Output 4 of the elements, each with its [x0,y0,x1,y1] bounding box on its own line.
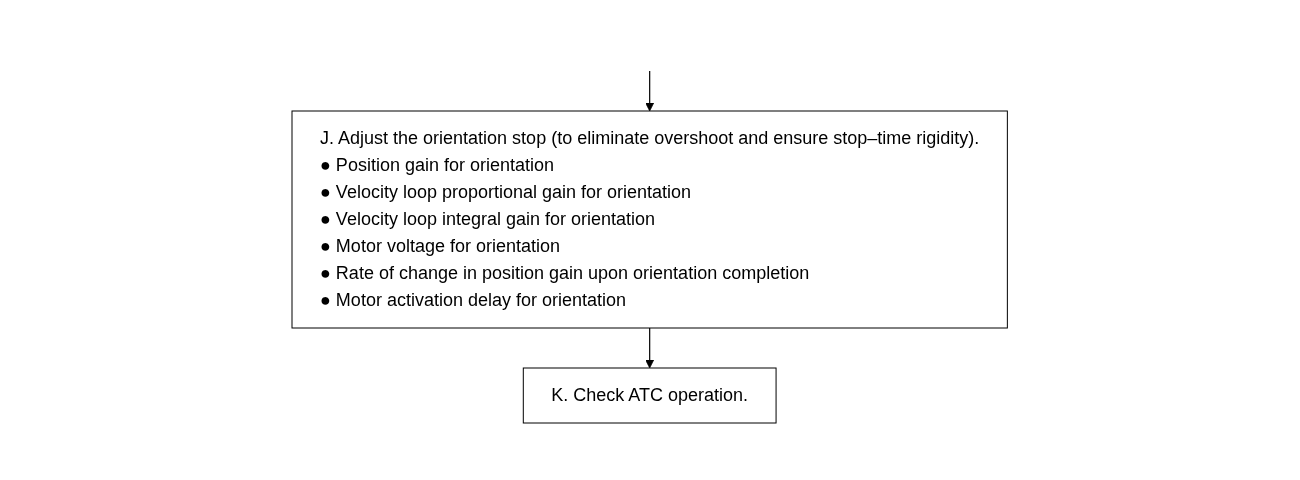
node-box: J. Adjust the orientation stop (to eliminate overshoot and ensure stop–time rigidity). ● Position gain for orientation ● Velocity loop proportional gain for orientation ● Velocity loop integral gain for orientation ● Motor voltage for orientation ● Rate of change in position gain upon orientation completion ● Motor activation delay for orientation [291,110,1009,329]
arrow [645,327,655,369]
node-box: K. Check ATC operation. [523,367,777,424]
arrow [645,70,655,112]
